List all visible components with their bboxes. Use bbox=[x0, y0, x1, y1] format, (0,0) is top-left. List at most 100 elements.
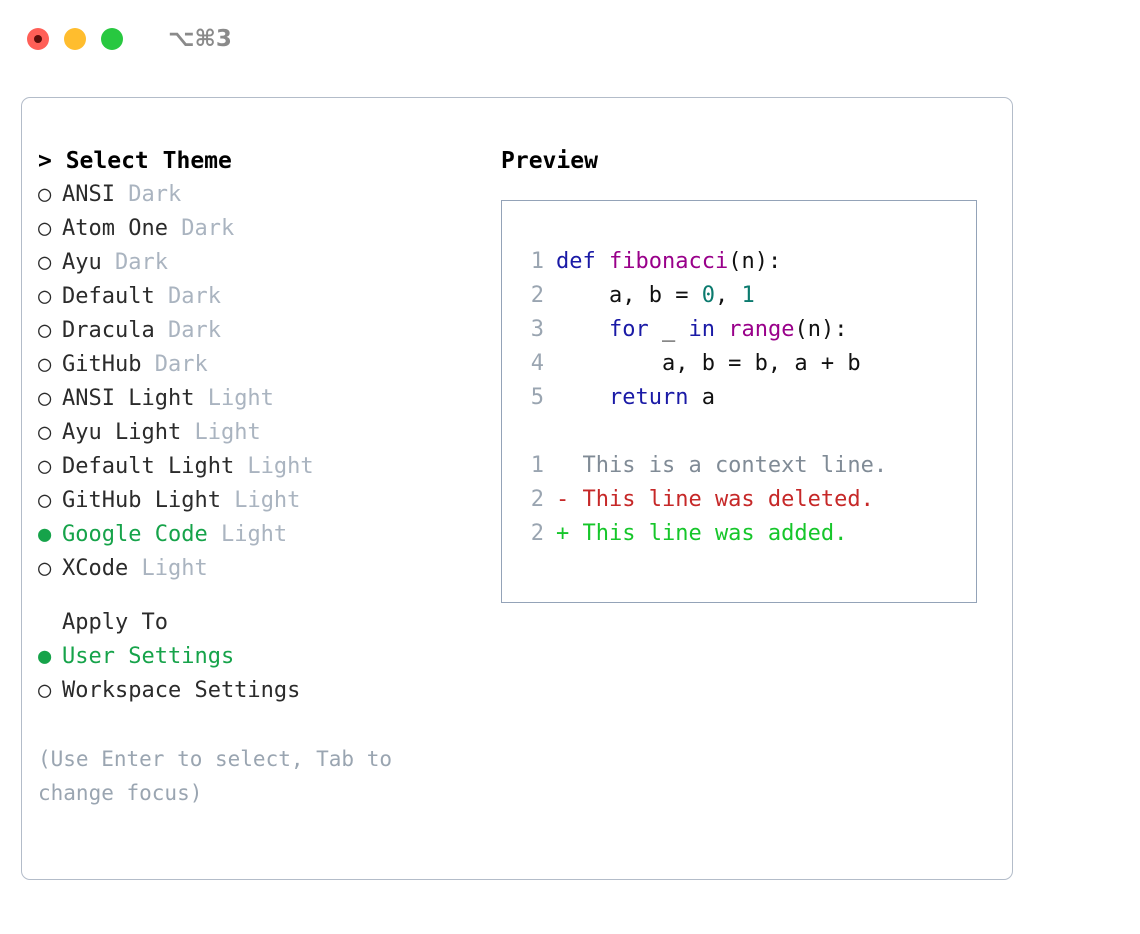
theme-option-label: Atom One bbox=[62, 216, 168, 241]
apply-to-option-label: Workspace Settings bbox=[62, 678, 301, 703]
apply-to-option[interactable]: ● User Settings bbox=[38, 640, 478, 674]
theme-option[interactable]: ○Dracula Dark bbox=[38, 314, 478, 348]
minimize-button[interactable] bbox=[64, 28, 86, 50]
dialog-panel: > Select Theme ○ANSI Dark○Atom One Dark○… bbox=[21, 97, 1013, 880]
close-button[interactable] bbox=[27, 28, 49, 50]
code-token: range bbox=[728, 317, 795, 342]
radio-unselected-icon: ○ bbox=[38, 420, 52, 445]
section-spacer bbox=[38, 586, 478, 606]
apply-to-option[interactable]: ○ Workspace Settings bbox=[38, 674, 478, 708]
select-theme-heading: > Select Theme bbox=[38, 148, 232, 174]
code-token: , bbox=[714, 283, 742, 308]
code-line: 4 a, b = b, a + b bbox=[518, 347, 976, 381]
theme-option-category: Light bbox=[234, 454, 314, 479]
theme-option-category: Light bbox=[220, 488, 301, 513]
code-token: a, b = bbox=[556, 283, 702, 308]
theme-option-label: ANSI bbox=[62, 182, 115, 207]
radio-unselected-icon: ○ bbox=[38, 678, 52, 703]
radio-unselected-icon: ○ bbox=[38, 386, 52, 411]
theme-option-category: Dark bbox=[154, 284, 221, 309]
code-line: 3 for _ in range(n): bbox=[518, 313, 976, 347]
diff-sample: 1 This is a context line. 2 - This line wa… bbox=[518, 449, 976, 551]
theme-option-label: Ayu bbox=[62, 250, 102, 275]
line-number: 2 bbox=[530, 521, 544, 546]
code-token: _ bbox=[648, 317, 689, 342]
code-token: (n): bbox=[728, 249, 782, 274]
radio-selected-icon: ● bbox=[38, 522, 52, 547]
radio-unselected-icon: ○ bbox=[38, 250, 52, 275]
code-token: for bbox=[608, 317, 649, 342]
theme-option[interactable]: ○ Ayu Light Light bbox=[38, 416, 478, 450]
theme-option[interactable]: ○ Atom One Dark bbox=[38, 212, 478, 246]
preview-heading: Preview bbox=[501, 148, 598, 174]
theme-option-label: Google Code bbox=[62, 522, 208, 547]
line-number: 1 bbox=[530, 453, 544, 478]
theme-option[interactable]: ○ Ayu Dark bbox=[38, 246, 478, 280]
theme-option[interactable]: ●Google Code Light bbox=[38, 518, 478, 552]
diff-text: This is a context line. bbox=[556, 453, 888, 478]
radio-unselected-icon: ○ bbox=[38, 284, 52, 309]
line-number: 2 bbox=[530, 283, 544, 308]
line-number: 3 bbox=[530, 317, 544, 342]
maximize-button[interactable] bbox=[101, 28, 123, 50]
theme-option-category: Dark bbox=[154, 318, 221, 343]
theme-option-category: Dark bbox=[101, 250, 168, 275]
theme-option-category: Light bbox=[181, 420, 261, 445]
code-token bbox=[556, 385, 609, 410]
radio-selected-icon: ● bbox=[38, 644, 52, 669]
radio-unselected-icon: ○ bbox=[38, 488, 52, 513]
line-number: 5 bbox=[530, 385, 544, 410]
line-number: 1 bbox=[530, 249, 544, 274]
theme-list[interactable]: ○ANSI Dark○Atom One Dark○Ayu Dark○Defaul… bbox=[38, 178, 478, 586]
theme-option[interactable]: ○ ANSI Light Light bbox=[38, 382, 478, 416]
keyboard-hint: (Use Enter to select, Tab to change focu… bbox=[38, 747, 405, 805]
title-bar: ⌥⌘3 bbox=[0, 0, 1140, 78]
theme-option-category: Dark bbox=[141, 352, 208, 377]
diff-text: + This line was added. bbox=[556, 521, 848, 546]
code-token: 1 bbox=[741, 283, 755, 308]
code-token: (n): bbox=[794, 317, 848, 342]
theme-option-category: Light bbox=[194, 386, 274, 411]
code-token: a, b = b, a + b bbox=[556, 351, 861, 376]
code-token bbox=[556, 317, 609, 342]
code-line: 2 a, b = 0, 1 bbox=[518, 279, 976, 313]
diff-text: - This line was deleted. bbox=[556, 487, 874, 512]
theme-option[interactable]: ○ XCode Light bbox=[38, 552, 478, 586]
theme-option[interactable]: ○ GitHub Light Light bbox=[38, 484, 478, 518]
code-token: fibonacci bbox=[608, 249, 729, 274]
theme-option-label: ANSI Light bbox=[62, 386, 195, 411]
theme-option-label: Ayu Light bbox=[62, 420, 182, 445]
radio-unselected-icon: ○ bbox=[38, 216, 52, 241]
theme-option[interactable]: ○ GitHub Dark bbox=[38, 348, 478, 382]
code-line: 5 return a bbox=[518, 381, 976, 415]
radio-unselected-icon: ○ bbox=[38, 556, 52, 581]
code-token: 0 bbox=[701, 283, 715, 308]
radio-unselected-icon: ○ bbox=[38, 454, 52, 479]
theme-option-category: Dark bbox=[167, 216, 235, 241]
theme-option-label: GitHub Light bbox=[62, 488, 221, 513]
theme-option[interactable]: ○Default Light Light bbox=[38, 450, 478, 484]
diff-line: 1 This is a context line. bbox=[518, 449, 976, 483]
diff-line: 2 + This line was added. bbox=[518, 517, 976, 551]
theme-option-category: Light bbox=[128, 556, 208, 581]
radio-unselected-icon: ○ bbox=[38, 318, 52, 343]
radio-unselected-icon: ○ bbox=[38, 352, 52, 377]
theme-option-label: Default bbox=[62, 284, 155, 309]
theme-picker-column: > Select Theme ○ANSI Dark○Atom One Dark○… bbox=[38, 144, 478, 810]
keyboard-shortcut-label: ⌥⌘3 bbox=[168, 26, 232, 52]
theme-option[interactable]: ○ Default Dark bbox=[38, 280, 478, 314]
theme-option-label: XCode bbox=[62, 556, 129, 581]
radio-unselected-icon: ○ bbox=[38, 182, 52, 207]
traffic-lights bbox=[27, 28, 123, 50]
theme-option-label: GitHub bbox=[62, 352, 142, 377]
code-diff-separator bbox=[518, 415, 976, 449]
apply-to-option-label: User Settings bbox=[62, 644, 235, 669]
line-number: 4 bbox=[530, 351, 544, 376]
code-token: a bbox=[688, 385, 715, 410]
theme-option[interactable]: ○ANSI Dark bbox=[38, 178, 478, 212]
apply-to-list[interactable]: ● User Settings ○ Workspace Settings bbox=[38, 640, 478, 708]
